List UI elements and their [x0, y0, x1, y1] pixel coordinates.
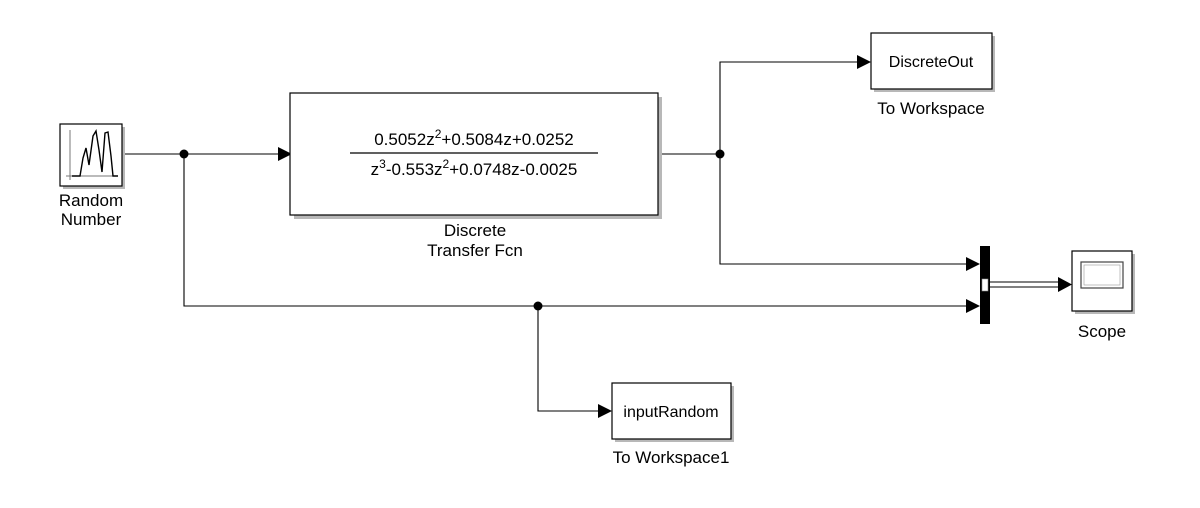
- arrow-mux-input-1: [966, 257, 980, 271]
- tf-denominator: z3-0.553z2+0.0748z-0.0025: [371, 157, 578, 179]
- discrete-out-label: To Workspace: [877, 99, 984, 118]
- arrow-scope-input: [1058, 277, 1072, 292]
- arrow-mux-input-2: [966, 299, 980, 313]
- branch-point-lower: [533, 301, 543, 311]
- input-random-label: To Workspace1: [613, 448, 730, 467]
- transfer-fcn-label-line2: Transfer Fcn: [427, 241, 523, 260]
- random-number-block[interactable]: [59, 123, 125, 189]
- transfer-fcn-block[interactable]: 0.5052z2+0.5084z+0.0252 z3-0.553z2+0.074…: [289, 92, 662, 219]
- wire-random-to-mux[interactable]: [183, 154, 968, 307]
- scope-block[interactable]: [1071, 250, 1135, 314]
- mux-bus-marker: [981, 278, 989, 292]
- discrete-out-variable: DiscreteOut: [889, 54, 974, 71]
- tf-numerator: 0.5052z2+0.5084z+0.0252: [374, 127, 574, 149]
- arrow-discreteout-input: [857, 55, 871, 69]
- random-signal-icon: [66, 128, 118, 180]
- arrow-workspace1-input: [598, 404, 612, 418]
- transfer-fcn-label-line1: Discrete: [444, 221, 506, 240]
- branch-point-tf-out: [715, 149, 725, 159]
- wire-tf-to-mux[interactable]: [719, 154, 968, 265]
- wire-tf-to-discreteout[interactable]: [719, 61, 857, 154]
- input-random-block[interactable]: inputRandom: [611, 382, 734, 442]
- arrowheads: [278, 55, 1072, 418]
- arrow-tf-input: [278, 147, 292, 161]
- branch-point-random: [179, 149, 189, 159]
- discrete-out-block[interactable]: DiscreteOut: [870, 32, 995, 92]
- signal-lines: [123, 61, 1058, 412]
- scope-label: Scope: [1078, 322, 1126, 341]
- random-number-label-line2: Number: [61, 210, 122, 229]
- scope-screen-icon: [1080, 261, 1124, 289]
- branch-points: [179, 149, 725, 311]
- mux-block[interactable]: [980, 246, 990, 324]
- random-number-label-line1: Random: [59, 191, 123, 210]
- input-random-variable: inputRandom: [623, 404, 718, 421]
- wire-random-to-workspace1[interactable]: [537, 306, 598, 412]
